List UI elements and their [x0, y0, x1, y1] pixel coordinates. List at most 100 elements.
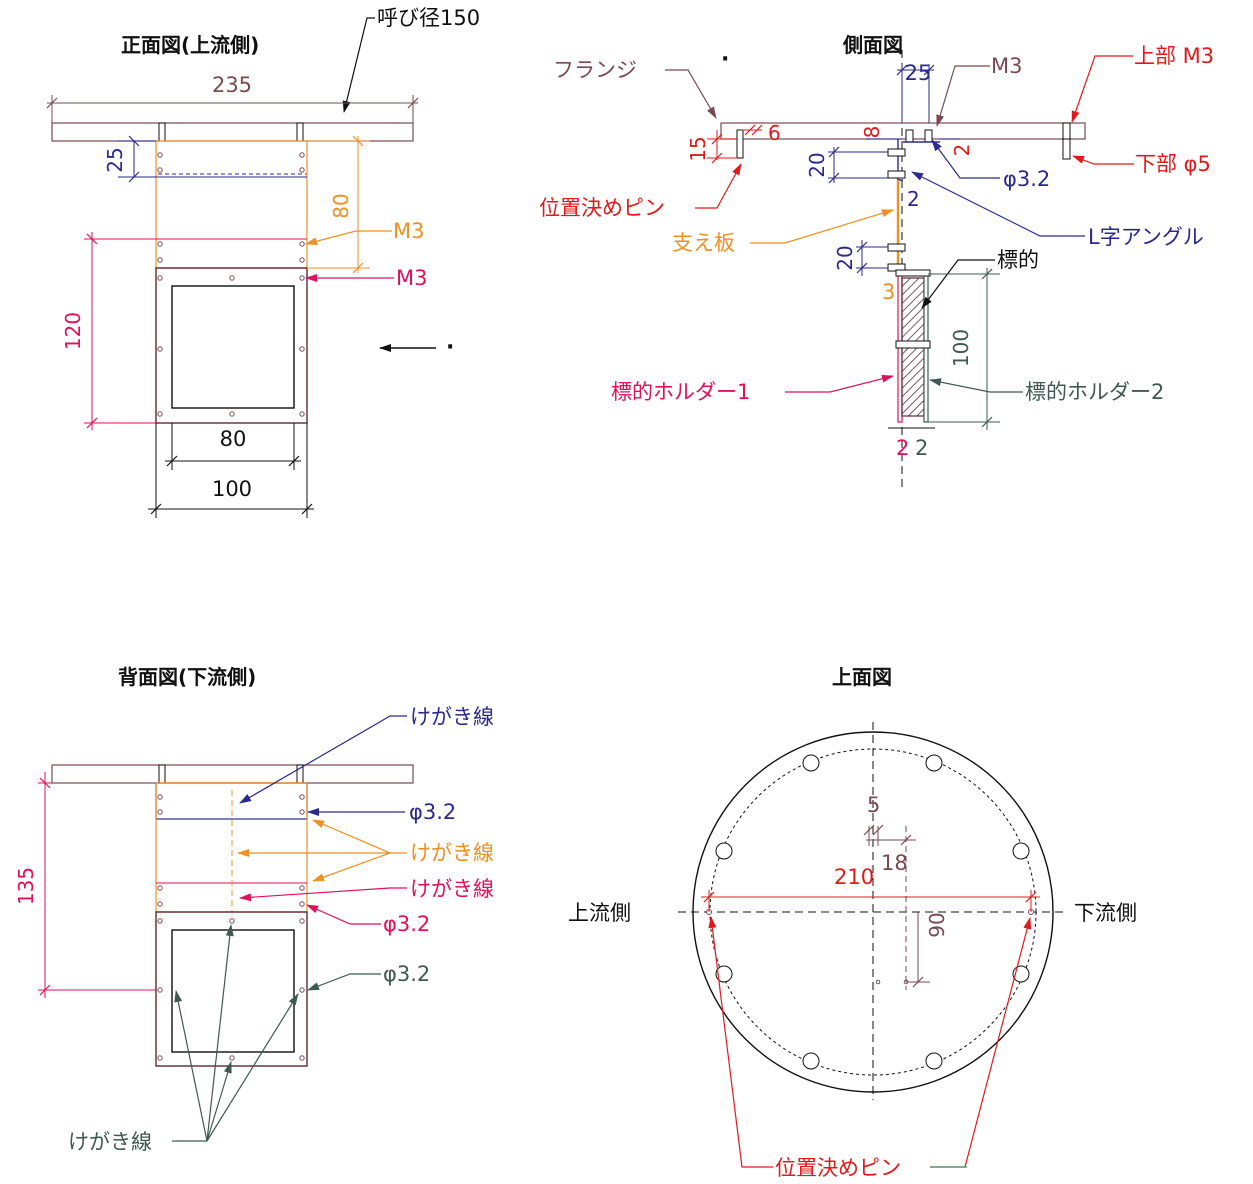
lower-phi5-leader [1072, 155, 1134, 165]
front-view-title: 正面図(上流側) [121, 33, 259, 57]
holder2-leader [929, 378, 1023, 393]
side-dim-2c: 2 [896, 436, 909, 460]
tick [128, 135, 140, 147]
pipe-size-label: 呼び径150 [377, 6, 480, 30]
side-dot: · [721, 47, 729, 72]
top-pin-leaders [708, 916, 1032, 1168]
back-phi-pink-leader [306, 904, 381, 925]
holder-bolt [895, 340, 931, 349]
holder1-label: 標的ホルダー1 [611, 380, 750, 404]
flange-bar [51, 122, 414, 142]
side-dim-100: 100 [949, 329, 973, 367]
tick [128, 171, 140, 183]
side-dim-6: 6 [768, 121, 781, 145]
flange-leader [665, 69, 717, 119]
dim-25: 25 [103, 147, 127, 172]
tick [46, 97, 58, 109]
back-scribe-pink-leader [239, 887, 407, 902]
side-dim-20a: 20 [805, 152, 829, 177]
bolt [158, 122, 166, 142]
back-scribe-green-leaders [172, 924, 299, 1142]
tick [288, 455, 300, 467]
target-leader [921, 259, 995, 309]
top-dim-90: 90 [925, 912, 949, 937]
holder2-label: 標的ホルダー2 [1025, 380, 1164, 404]
tick [900, 834, 912, 846]
holder1-leader [785, 374, 894, 393]
back-window [171, 929, 295, 1053]
back-scribe-navy: けがき線 [410, 705, 494, 729]
bolt [296, 122, 304, 142]
side-view: 側面図 · フランジ 25 M3 上部 M3 下部 φ5 6 [539, 33, 1214, 490]
side-m3: M3 [991, 54, 1022, 78]
side-phi32: φ3.2 [1003, 167, 1050, 191]
angle-bolt [924, 129, 933, 143]
tick [86, 233, 98, 245]
top-small-holes [706, 909, 1034, 985]
front-view: 正面図(上流側) 呼び径150 235 [46, 6, 480, 518]
angle-label: L字アングル [1088, 225, 1204, 249]
top-dim-210: 210 [834, 865, 874, 889]
back-scribe-green: けがき線 [68, 1130, 152, 1154]
pipe-leader [342, 17, 375, 113]
tick [828, 146, 840, 158]
top-view-title: 上面図 [832, 665, 892, 689]
holder-top [895, 269, 931, 277]
upper-m3-leader [1071, 55, 1133, 123]
top-downstream: 下流側 [1074, 901, 1137, 925]
back-holder [155, 911, 308, 1067]
dim-80-horizontal: 80 [220, 427, 247, 451]
bolt [887, 148, 906, 157]
tick [1025, 891, 1037, 903]
pin-leader [695, 163, 742, 209]
tick [407, 97, 419, 109]
tick [39, 984, 51, 996]
dim-120: 120 [61, 312, 85, 350]
support-leader [750, 209, 894, 244]
tick [744, 124, 756, 136]
back-scribe-orange-leader-1 [312, 819, 407, 854]
tick [352, 262, 364, 274]
top-dim-18: 18 [881, 851, 908, 875]
back-dim-135: 135 [14, 867, 38, 905]
tick [711, 152, 723, 164]
back-phi-navy: φ3.2 [409, 800, 456, 824]
beam-dot: · [446, 335, 454, 360]
bolt [887, 243, 906, 252]
back-scribe-navy-leader [239, 715, 407, 804]
bolt [158, 764, 166, 784]
side-dim-25: 25 [905, 61, 932, 85]
tick [896, 64, 908, 76]
angle-bolt [905, 129, 914, 143]
back-view: 背面図(下流側) けがき線 φ3.2 けがき線 [14, 665, 494, 1154]
support-label: 支え板 [672, 231, 735, 255]
tick [751, 124, 763, 136]
dim-100: 100 [212, 477, 252, 501]
back-holes [157, 794, 305, 1061]
top-dim-5: 5 [867, 793, 880, 817]
tick [711, 133, 723, 145]
target-label: 標的 [997, 248, 1039, 272]
back-phi-green-leader [307, 973, 381, 991]
back-scribe-orange-leader-3 [312, 852, 391, 882]
tick [856, 262, 868, 274]
front-holes [157, 152, 305, 417]
side-dim-8: 8 [860, 126, 884, 139]
flange-bolt-holes [715, 754, 1030, 1070]
support-plate [155, 140, 308, 269]
top-upstream: 上流側 [568, 901, 631, 925]
tick [703, 891, 715, 903]
tick [166, 455, 178, 467]
tick [86, 417, 98, 429]
flange-label: フランジ [553, 58, 637, 82]
side-dim-2a: 2 [950, 144, 974, 157]
pin-right [1062, 122, 1071, 160]
tick [301, 503, 313, 515]
side-dim-2d: 2 [915, 436, 928, 460]
tick [863, 824, 875, 836]
side-pin-label: 位置決めピン [539, 196, 665, 220]
angle-leader [911, 171, 1085, 237]
side-phi32-leader [931, 139, 1000, 179]
dim-235: 235 [212, 73, 252, 97]
